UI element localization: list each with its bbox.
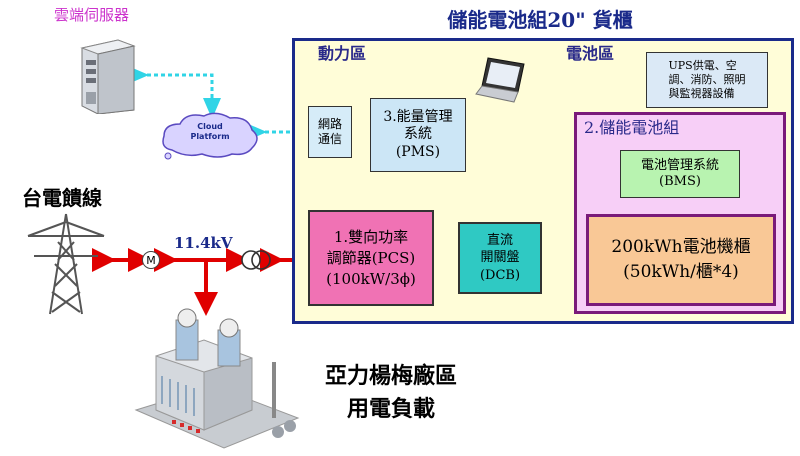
transformer-icon [240, 248, 272, 276]
factory-icon [132, 306, 300, 456]
zone-battery-label: 電池區 [566, 44, 615, 63]
server-icon [78, 38, 136, 118]
storage-title: 2.儲能電池組 [584, 118, 680, 137]
cloud-label: Cloud Platform [190, 122, 230, 141]
battery-cabinet-box: 200kWh電池機櫃 (50kWh/櫃*4) [586, 214, 776, 306]
pcs-box: 1.雙向功率 調節器(PCS) (100kW/3ϕ) [308, 210, 434, 306]
load-label: 亞力楊梅廠區 用電負載 [324, 363, 457, 422]
pms-box-label: 3.能量管理 系統 (PMS) [383, 108, 453, 160]
container-title: 儲能電池組20" 貨櫃 [447, 8, 633, 32]
server-label: 雲端伺服器 [54, 6, 130, 24]
cloud-icon [158, 110, 262, 160]
network-box-label: 網路 通信 [317, 117, 342, 146]
zone-power-label: 動力區 [318, 44, 367, 63]
bms-box-label: 電池管理系統 (BMS) [640, 157, 719, 189]
transmission-tower-icon [24, 212, 108, 320]
dcb-box-label: 直流 開關盤 (DCB) [479, 232, 521, 283]
pms-box: 3.能量管理 系統 (PMS) [370, 98, 466, 172]
laptop-icon [474, 56, 530, 110]
grid-label: 台電饋線 [22, 186, 102, 210]
voltage-label: 11.4kV [174, 234, 233, 252]
battery-cabinet-label: 200kWh電池機櫃 (50kWh/櫃*4) [611, 237, 751, 282]
ups-box: UPS供電、空 調、消防、照明 與監視器設備 [646, 52, 768, 108]
ups-box-label: UPS供電、空 調、消防、照明 與監視器設備 [668, 59, 746, 100]
pcs-box-label: 1.雙向功率 調節器(PCS) (100kW/3ϕ) [326, 227, 416, 288]
meter-icon: M [142, 251, 160, 269]
network-box: 網路 通信 [308, 106, 352, 158]
dcb-box: 直流 開關盤 (DCB) [458, 222, 542, 294]
server-cloud-link [128, 66, 221, 119]
meter-symbol: M [146, 253, 156, 267]
bms-box: 電池管理系統 (BMS) [620, 150, 740, 198]
